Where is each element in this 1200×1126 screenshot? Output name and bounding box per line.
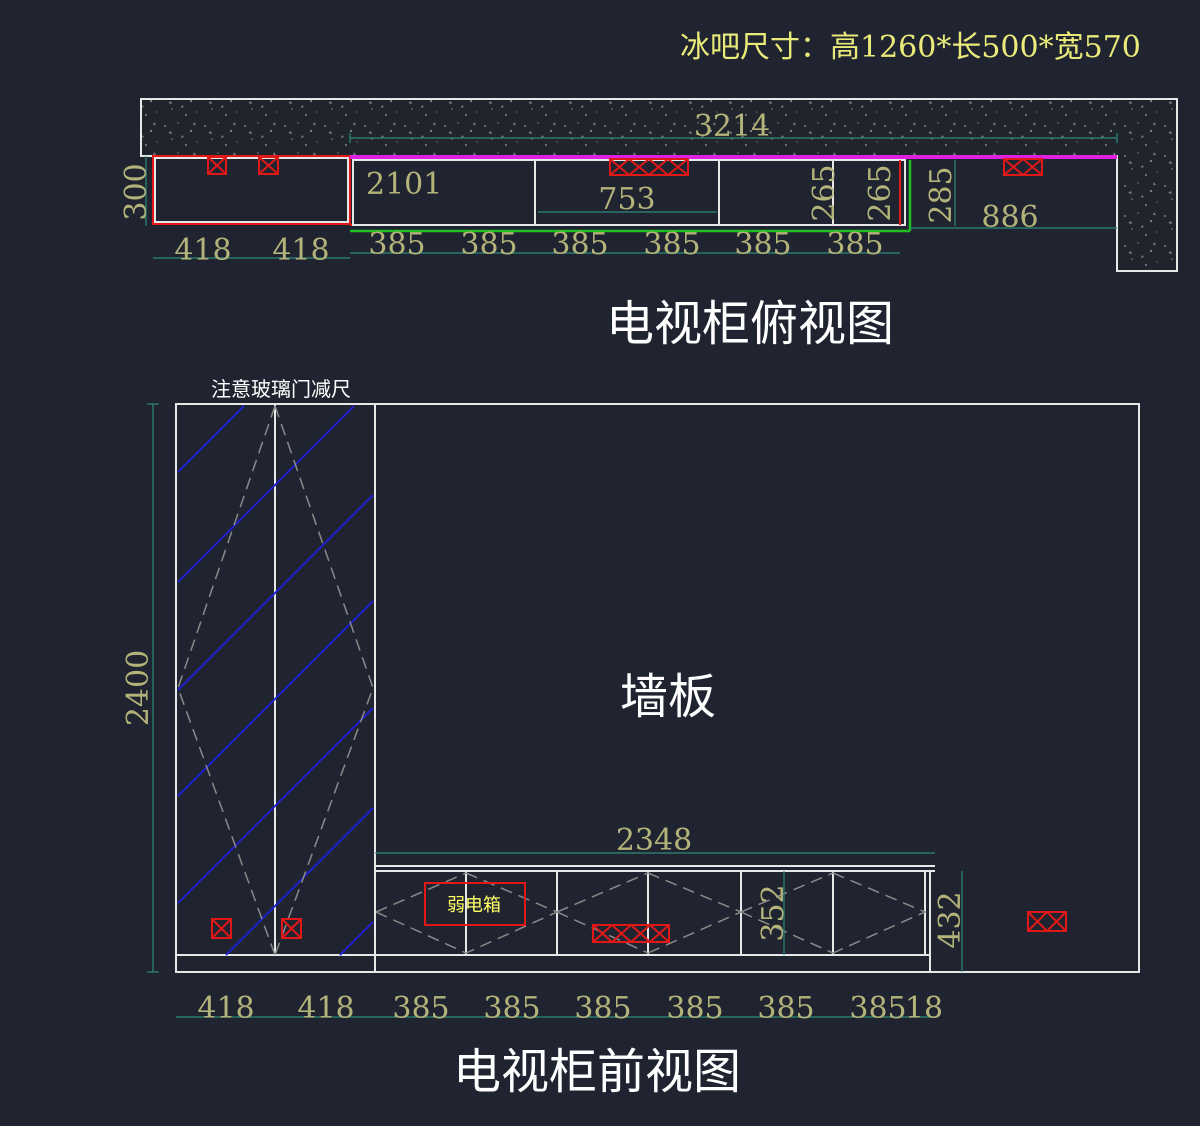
top-view: 3214 753 2101 300 265 265 285 886 <box>119 98 1178 352</box>
front-view-title: 电视柜前视图 <box>453 1044 741 1100</box>
dim-385: 385 <box>643 227 700 262</box>
socket-icon <box>211 918 232 939</box>
socket-icon <box>609 158 689 176</box>
socket-icon <box>281 918 302 939</box>
dim-2348: 2348 <box>616 823 692 858</box>
dim-385: 385 <box>551 227 608 262</box>
dim-352: 352 <box>756 884 791 941</box>
wall-label: 墙板 <box>620 669 716 725</box>
dim-385: 385 <box>757 991 814 1026</box>
socket-icon <box>592 924 670 943</box>
dim-18: 18 <box>905 991 943 1026</box>
dim-385: 385 <box>574 991 631 1026</box>
front-view: 注意玻璃门减尺 墙板 <box>121 377 1140 1100</box>
glass-hatch <box>177 405 374 956</box>
bar-size-note: 冰吧尺寸：高1260*长500*宽570 <box>680 30 1141 65</box>
socket-icon <box>258 156 279 175</box>
dim-753: 753 <box>598 182 655 217</box>
dim-385: 385 <box>392 991 449 1026</box>
dim-385: 385 <box>460 227 517 262</box>
dim-418: 418 <box>174 233 231 268</box>
glass-door-note: 注意玻璃门减尺 <box>211 377 351 401</box>
top-view-title: 电视柜俯视图 <box>606 296 894 352</box>
dim-385: 385 <box>666 991 723 1026</box>
dim-432: 432 <box>933 891 968 948</box>
weak-current-box <box>424 882 526 926</box>
dim-285: 285 <box>924 166 959 223</box>
socket-icon <box>1003 158 1043 176</box>
dim-3214: 3214 <box>694 109 770 144</box>
dim-2400: 2400 <box>121 650 156 726</box>
weak-current-label: 弱电箱 <box>447 895 501 916</box>
socket-icon <box>207 156 227 175</box>
dim-385: 385 <box>734 227 791 262</box>
dim-2101: 2101 <box>366 167 442 202</box>
dim-300: 300 <box>119 163 154 220</box>
dim-418: 418 <box>197 991 254 1026</box>
dim-418: 418 <box>272 233 329 268</box>
concrete-wall <box>140 98 1178 272</box>
dim-886: 886 <box>981 200 1038 235</box>
dim-385: 385 <box>826 227 883 262</box>
dim-385: 385 <box>849 991 906 1026</box>
dim-385: 385 <box>368 227 425 262</box>
dim-418: 418 <box>297 991 354 1026</box>
dim-265a: 265 <box>807 164 842 221</box>
socket-icon <box>1027 911 1067 932</box>
dim-265b: 265 <box>863 164 898 221</box>
dim-385: 385 <box>483 991 540 1026</box>
